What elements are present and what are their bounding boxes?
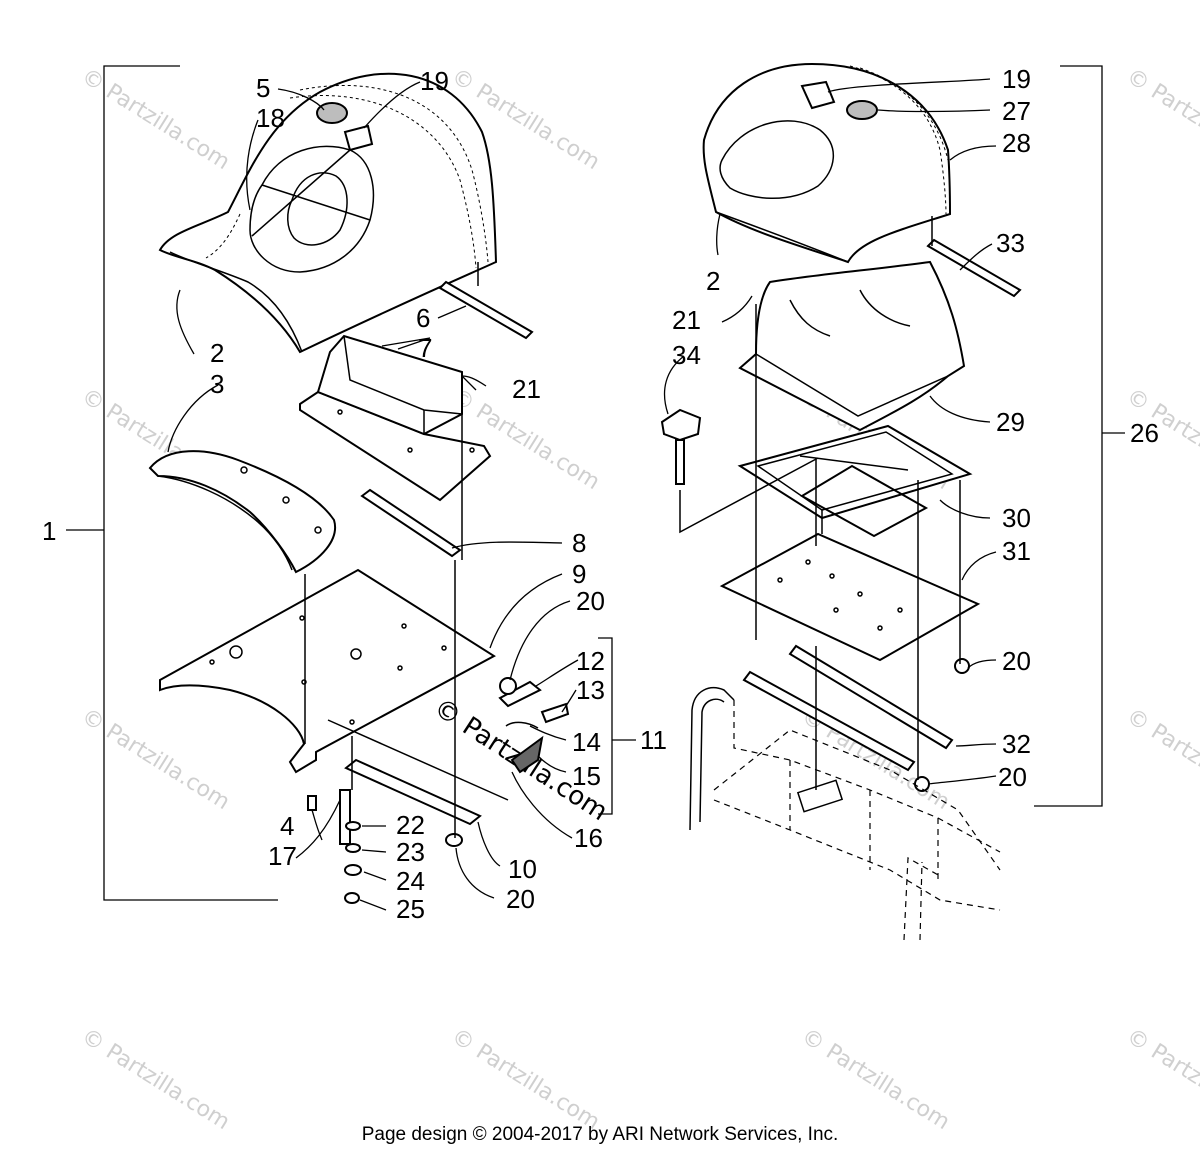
callout-20: 20 bbox=[1002, 646, 1031, 676]
watermark: © Partzilla.com bbox=[1122, 1024, 1200, 1135]
callout-4: 4 bbox=[280, 811, 294, 841]
seat-base-cover-right bbox=[738, 260, 966, 432]
support-bar-right bbox=[742, 644, 970, 792]
callout-19: 19 bbox=[1002, 64, 1031, 94]
callout-33: 33 bbox=[996, 228, 1025, 258]
rail-strip-left bbox=[360, 488, 462, 558]
callout-30: 30 bbox=[1002, 503, 1031, 533]
callout-12: 12 bbox=[576, 646, 605, 676]
callout-3: 3 bbox=[210, 369, 224, 399]
callout-21: 21 bbox=[512, 374, 541, 404]
assembly-guides-right bbox=[679, 216, 961, 790]
vehicle-frame-dashed bbox=[689, 687, 1001, 941]
group-brackets bbox=[66, 65, 1125, 901]
callout-32: 32 bbox=[1002, 729, 1031, 759]
callout-20: 20 bbox=[576, 586, 605, 616]
callout-2: 2 bbox=[210, 338, 224, 368]
callout-26: 26 bbox=[1130, 418, 1159, 448]
bracket-assembly-26 bbox=[1034, 65, 1103, 807]
latch-assembly bbox=[498, 677, 570, 774]
page-footer: Page design © 2004-2017 by ARI Network S… bbox=[361, 1124, 839, 1145]
callout-6: 6 bbox=[416, 303, 430, 333]
callout-19: 19 bbox=[420, 66, 449, 96]
watermark: © Partzilla.com bbox=[797, 1024, 954, 1135]
callout-13: 13 bbox=[576, 675, 605, 705]
hardware-left bbox=[307, 789, 463, 904]
callout-28: 28 bbox=[1002, 128, 1031, 158]
seat-cushion-left bbox=[158, 72, 498, 354]
callout-18: 18 bbox=[256, 103, 285, 133]
callout-21: 21 bbox=[672, 305, 701, 335]
callout-7: 7 bbox=[418, 333, 432, 363]
seat-cushion-right bbox=[702, 62, 952, 264]
callout-34: 34 bbox=[672, 340, 701, 370]
callout-20: 20 bbox=[506, 884, 535, 914]
callout-5: 5 bbox=[256, 73, 270, 103]
callout-15: 15 bbox=[572, 761, 601, 791]
callout-10: 10 bbox=[508, 854, 537, 884]
callout-1: 1 bbox=[42, 516, 56, 546]
callout-17: 17 bbox=[268, 841, 297, 871]
callout-labels: 1 2 3 4 5 6 7 8 9 10 11 12 13 14 15 16 1… bbox=[42, 64, 1159, 924]
callout-31: 31 bbox=[1002, 536, 1031, 566]
base-plate-right bbox=[719, 532, 981, 662]
watermark: © Partzilla.com bbox=[1122, 704, 1200, 815]
callout-23: 23 bbox=[396, 837, 425, 867]
callout-14: 14 bbox=[572, 727, 601, 757]
callout-11: 11 bbox=[640, 725, 667, 755]
callout-8: 8 bbox=[572, 528, 586, 558]
callout-25: 25 bbox=[396, 894, 425, 924]
callout-29: 29 bbox=[996, 407, 1025, 437]
base-plate-left bbox=[159, 568, 496, 774]
seat-shell-left bbox=[148, 450, 337, 574]
watermark: © Partzilla.com bbox=[1122, 64, 1200, 175]
bracket-assembly-1 bbox=[103, 65, 278, 901]
watermark: © Partzilla.com bbox=[77, 704, 234, 815]
watermark: © Partzilla.com bbox=[77, 1024, 234, 1135]
watermark: © Partzilla.com bbox=[77, 64, 234, 175]
callout-16: 16 bbox=[574, 823, 603, 853]
assembly-guides-left bbox=[304, 262, 479, 838]
callout-2: 2 bbox=[706, 266, 720, 296]
bracket-assembly-11 bbox=[598, 637, 613, 815]
seat-strap-left bbox=[438, 280, 534, 340]
leader-lines bbox=[167, 78, 997, 911]
callout-24: 24 bbox=[396, 866, 425, 896]
hidden-edge bbox=[327, 719, 509, 801]
knob-screw-right bbox=[660, 408, 702, 485]
callout-20: 20 bbox=[998, 762, 1027, 792]
storage-tray-left bbox=[299, 334, 492, 502]
callout-27: 27 bbox=[1002, 96, 1031, 126]
callout-22: 22 bbox=[396, 810, 425, 840]
callout-9: 9 bbox=[572, 559, 586, 589]
watermark: © Partzilla.com bbox=[447, 1024, 604, 1135]
